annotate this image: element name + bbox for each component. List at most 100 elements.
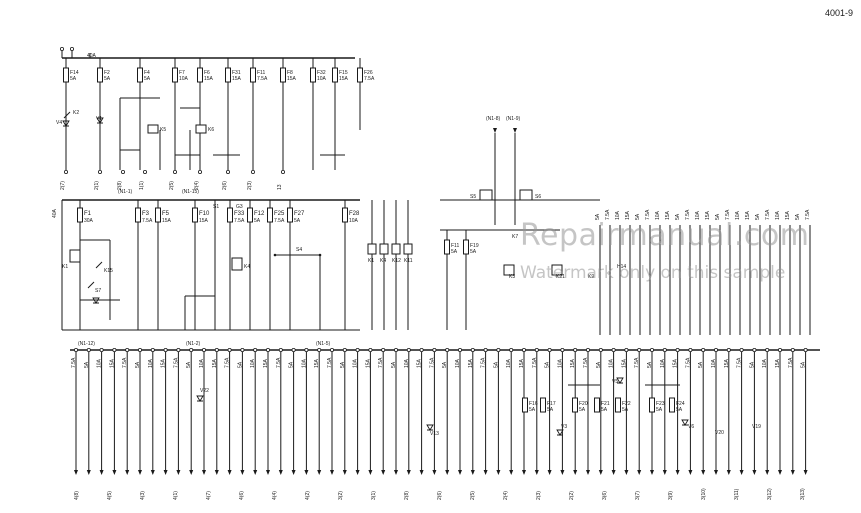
mid-fuse-rating: 7.5A [142,218,153,224]
top-fuse-id: F14 [70,70,79,76]
ground-arrow [368,470,373,475]
connector-label: 2(8) [117,181,123,190]
fuse-rating-label: 7.5A [685,209,691,220]
ground-arrow [227,470,232,475]
ground-arrow [662,470,667,475]
fuse-rating-label: 7.5A [481,357,487,368]
ground-arrow [701,470,706,475]
bottom-fuse-id: F22 [622,401,631,407]
fuse-rating-label: 5A [442,361,448,368]
bottom-fuse-id: F24 [676,401,685,407]
fuse-rating-label: 15A [785,210,791,220]
ground-arrow [803,470,808,475]
ground-arrow [496,470,501,475]
net-arrow [493,128,497,133]
fuse-rating-label: 7.5A [685,357,691,368]
fuse-rating-label: 7.5A [429,357,435,368]
mid-fuse-rating: 10A [349,218,359,224]
k1-coil [69,249,81,263]
relay-coil [403,243,413,255]
ground-arrow [765,470,770,475]
bottom-terminal-label: 4(2) [305,491,311,500]
fuse-rating-label: 7.5A [765,209,771,220]
bottom-fuse-rating: 5A [579,407,586,413]
ground-arrow [560,470,565,475]
top-fuse-symbol [172,67,178,83]
connector-terminal [112,347,117,352]
ground-arrow [445,470,450,475]
connector-terminal [265,347,270,352]
mid-fuse-id: F25 [274,211,285,217]
mid-fuse-symbol [444,239,450,255]
ground-arrow [202,470,206,475]
connector-terminal [250,169,255,174]
connector-terminal [99,347,104,352]
fuse-rating-label: 10A [301,358,307,368]
k4-label: K4 [244,264,250,270]
connector-terminal [225,169,230,174]
v4-label: V4 [56,120,62,126]
bottom-terminal-label: 2(6) [437,491,443,500]
v1-label: V1 [96,116,102,122]
ground-arrow [624,470,629,475]
bus-rating-label: 40A [52,208,58,218]
net-label: (N1-5) [316,341,331,347]
ground-arrow [342,470,347,475]
ground-arrow [355,470,360,475]
net-label: (N1-8) [486,116,501,122]
connector-terminal [86,347,91,352]
ground-arrow [790,470,795,475]
ground-arrow [304,470,309,475]
connector-terminal [381,347,386,352]
net-label: (N1-1) [118,189,133,195]
bottom-fuse-symbol [522,397,528,413]
relay-coil [367,243,377,255]
connector-terminal [752,347,757,352]
fuse-rating-label: 5A [237,361,243,368]
fuse-rating-label: 10A [199,358,205,368]
connector-terminal [470,347,475,352]
connector-terminal [534,347,539,352]
k5-coil [147,124,159,134]
ground-arrow [381,470,386,475]
ground-arrow [739,470,744,475]
fuse-rating-label: 5A [647,361,653,368]
mid-fuse-symbol [192,207,198,223]
fuse-rating-label: 10A [250,358,256,368]
ground-arrow [688,470,693,475]
fuse-rating-label: 7.5A [327,357,333,368]
fuse-rating-label: 5A [186,361,192,368]
fuse-rating-label: 7.5A [805,209,811,220]
connector-terminal [137,347,142,352]
fuse-rating-label: 15A [673,358,679,368]
bottom-terminal-label: 3(7) [635,491,641,500]
connector-terminal [778,347,783,352]
bottom-fuse-rating: 5A [601,407,608,413]
ground-arrow [419,470,424,475]
top-fuse-rating: 10A [317,76,327,82]
connector-terminal [688,347,693,352]
fuse-rating-label: 5A [391,361,397,368]
connector-terminal [496,347,501,352]
fuse-rating-label: 10A [557,358,563,368]
bottom-fuse-symbol [615,397,621,413]
k21-label: K21 [556,274,565,280]
connector-terminal [201,347,206,352]
net-label: (N1-15) [182,189,199,195]
v1-diode [96,117,104,124]
fuse-rating-label: 10A [762,358,768,368]
top-fuse-id: F4 [144,70,150,76]
mid-fuse-symbol [287,207,293,223]
k15-contact [95,261,103,269]
k4-coil [231,257,243,271]
fuse-rating-label: 7.5A [737,357,743,368]
fuse-rating-label: 15A [161,358,167,368]
fuse-rating-label: 7.5A [122,357,128,368]
fuse-rating-label: 7.5A [605,209,611,220]
ground-arrow [278,470,283,475]
s5-label: S5 [470,194,476,200]
fuse-rating-label: 15A [109,358,115,368]
relay-label: K4 [380,258,386,264]
mid-fuse-rating: 7.5A [274,218,285,224]
bottom-fuse-rating: 5A [656,407,663,413]
